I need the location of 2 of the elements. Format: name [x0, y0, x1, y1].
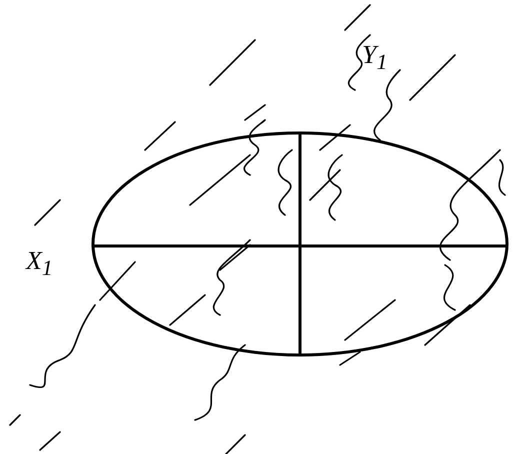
- axis-label: Y$_{1}$: [362, 40, 388, 76]
- axis-label: X$_{1}$: [26, 246, 53, 282]
